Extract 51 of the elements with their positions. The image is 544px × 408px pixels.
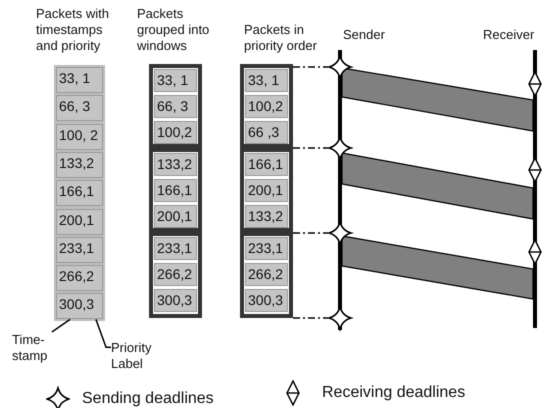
timeline-label: Sender bbox=[343, 27, 386, 43]
packet-cell: 300,3 bbox=[154, 289, 197, 312]
dash-dot-line bbox=[293, 317, 328, 319]
packet-cell: 300,3 bbox=[56, 293, 103, 320]
packet-cell: 33, 1 bbox=[154, 69, 197, 92]
packet-cell: 233,1 bbox=[245, 237, 288, 260]
packet-cell: 66, 3 bbox=[154, 95, 197, 118]
column-heading: Packets in priority order bbox=[244, 22, 318, 54]
window-box bbox=[149, 64, 202, 148]
packet-cell: 100, 2 bbox=[56, 124, 103, 150]
dash-dot-line bbox=[293, 232, 328, 234]
window-box bbox=[240, 232, 293, 318]
timeline-label: Receiver bbox=[483, 27, 536, 43]
packet-cell: 233,1 bbox=[56, 236, 103, 263]
window-box bbox=[149, 148, 202, 232]
window-box bbox=[240, 148, 293, 232]
diamond-marker bbox=[528, 239, 542, 265]
column-heading: Packets grouped into windows bbox=[137, 6, 210, 54]
packet-cell: 200,1 bbox=[245, 179, 288, 202]
legend-text: Receiving deadlines bbox=[322, 384, 466, 402]
packet-cell: 166,1 bbox=[154, 179, 197, 202]
packet-cell: 133,2 bbox=[56, 152, 103, 178]
packet-cell: 266,2 bbox=[245, 263, 288, 286]
window-box bbox=[149, 232, 202, 318]
dash-dot-line bbox=[293, 66, 328, 68]
packet-cell: 33, 1 bbox=[56, 67, 103, 93]
packet-cell: 100,2 bbox=[245, 95, 288, 118]
packet-cell: 133,2 bbox=[245, 205, 288, 228]
packet-cell: 166,1 bbox=[56, 180, 103, 206]
packet-cell: 200,1 bbox=[56, 208, 103, 234]
packet-cell: 166,1 bbox=[245, 153, 288, 176]
packet-cell: 100,2 bbox=[154, 121, 197, 144]
diamond-marker bbox=[528, 157, 542, 183]
window-box bbox=[240, 64, 293, 148]
packet-cell: 300,3 bbox=[245, 289, 288, 312]
callout-text: Priority Label bbox=[111, 340, 171, 376]
packet-cell: 266,2 bbox=[154, 263, 197, 286]
diamond-marker bbox=[528, 71, 542, 97]
callout-text: Time-stamp bbox=[12, 332, 54, 368]
packet-cell: 233,1 bbox=[154, 237, 197, 260]
legend-text: Sending deadlines bbox=[82, 390, 214, 408]
packet-cell: 66 ,3 bbox=[245, 121, 288, 144]
leader-line bbox=[51, 318, 71, 333]
packet-cell: 133,2 bbox=[154, 153, 197, 176]
packet-cell: 66, 3 bbox=[56, 95, 103, 122]
dash-dot-line bbox=[293, 147, 328, 149]
leader-line bbox=[95, 319, 111, 348]
packet-cell: 200,1 bbox=[154, 205, 197, 228]
column-heading: Packets with timestamps and priority bbox=[36, 6, 110, 54]
packet-cell: 33, 1 bbox=[245, 69, 288, 92]
packet-cell: 266,2 bbox=[56, 265, 103, 292]
